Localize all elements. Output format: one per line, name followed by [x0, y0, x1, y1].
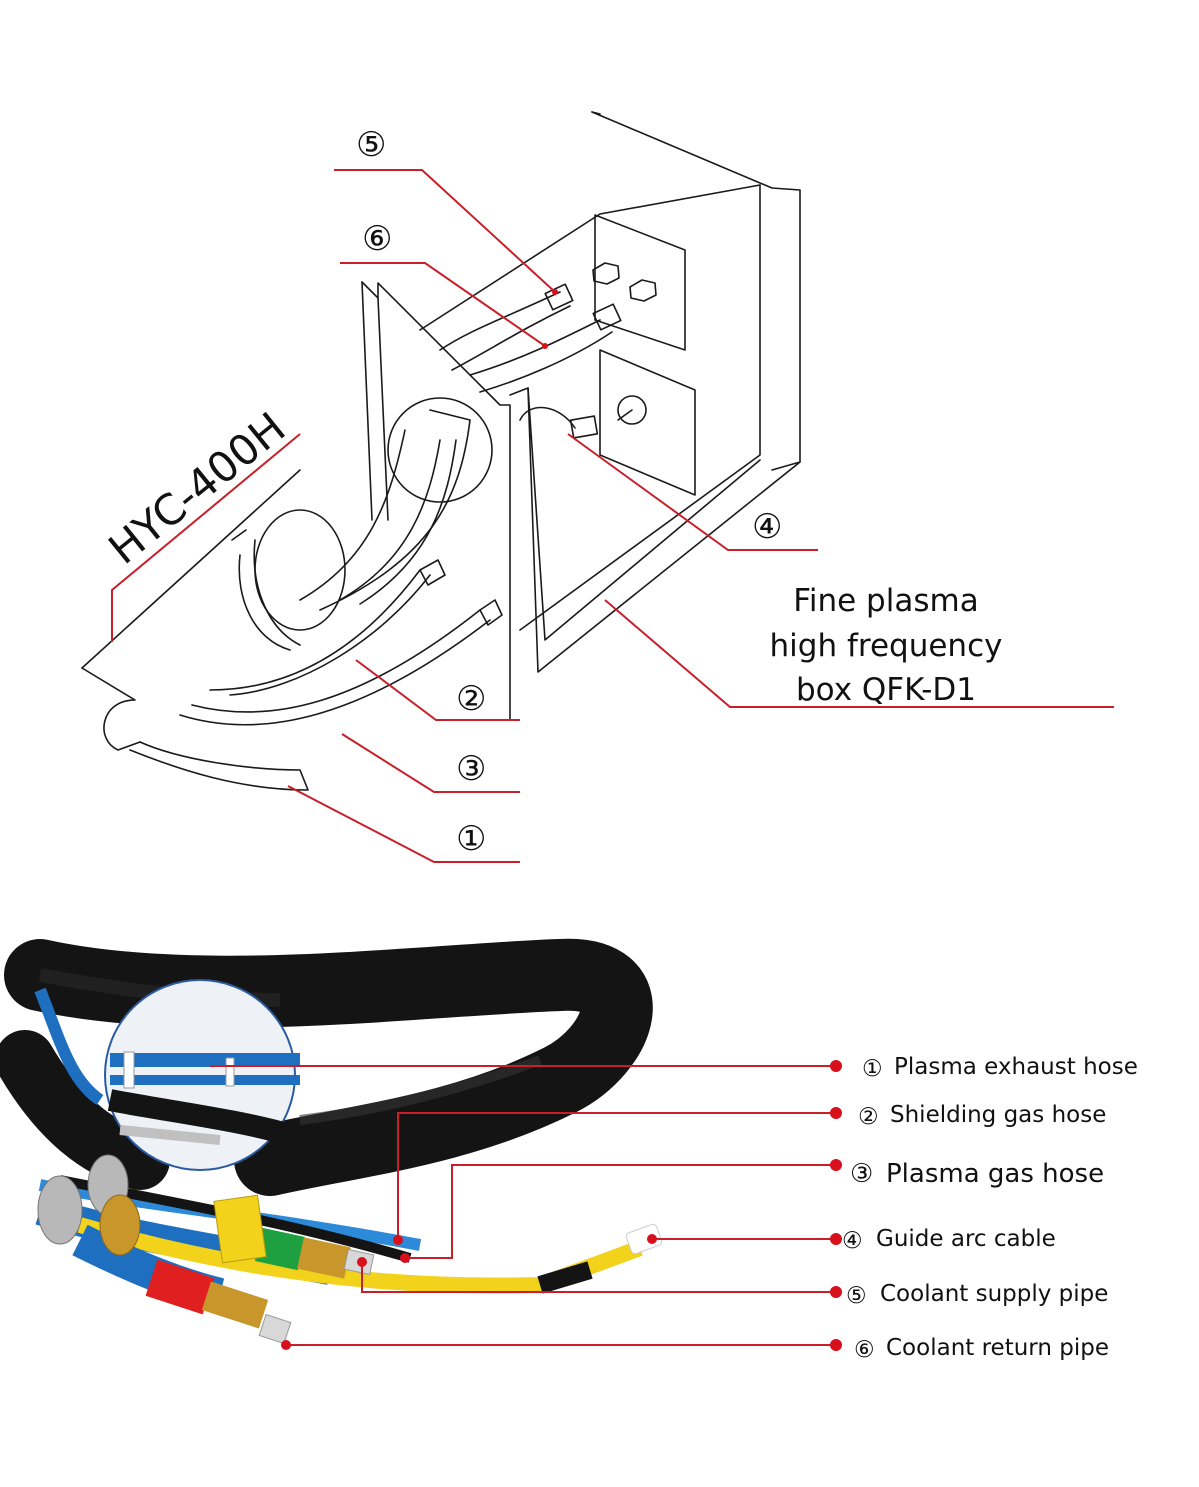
legend-label-5: Coolant supply pipe	[880, 1281, 1108, 1307]
legend-num-4: ④	[842, 1228, 863, 1254]
legend-num-1: ①	[862, 1056, 883, 1082]
photo-legend: ① Plasma exhaust hose ② Shielding gas ho…	[842, 1054, 1138, 1363]
callout-6: ⑥	[362, 219, 392, 259]
legend-num-3: ③	[850, 1159, 873, 1189]
legend-label-2: Shielding gas hose	[890, 1102, 1106, 1128]
legend-label-1: Plasma exhaust hose	[894, 1054, 1138, 1080]
bolt-icon	[592, 262, 657, 425]
legend-label-3: Plasma gas hose	[886, 1159, 1104, 1189]
legend-label-6: Coolant return pipe	[886, 1335, 1109, 1361]
box-label-line-1: Fine plasma	[793, 583, 978, 619]
legend-label-4: Guide arc cable	[876, 1226, 1056, 1252]
callout-2: ②	[456, 679, 486, 719]
callout-5: ⑤	[356, 125, 386, 165]
torch-cable-photo	[0, 938, 663, 1345]
callout-leaders	[111, 169, 1114, 863]
box-label-line-2: high frequency	[770, 628, 1003, 664]
model-label: HYC-400H	[99, 403, 294, 574]
high-frequency-box-drawing	[81, 111, 801, 791]
callout-4: ④	[752, 507, 782, 547]
photo-leaders	[210, 1060, 842, 1351]
legend-num-5: ⑤	[846, 1283, 867, 1309]
legend-num-2: ②	[858, 1104, 879, 1130]
legend-num-6: ⑥	[854, 1337, 875, 1363]
callout-1: ①	[456, 819, 486, 859]
callout-3: ③	[456, 749, 486, 789]
box-label-line-3: box QFK-D1	[796, 672, 976, 708]
